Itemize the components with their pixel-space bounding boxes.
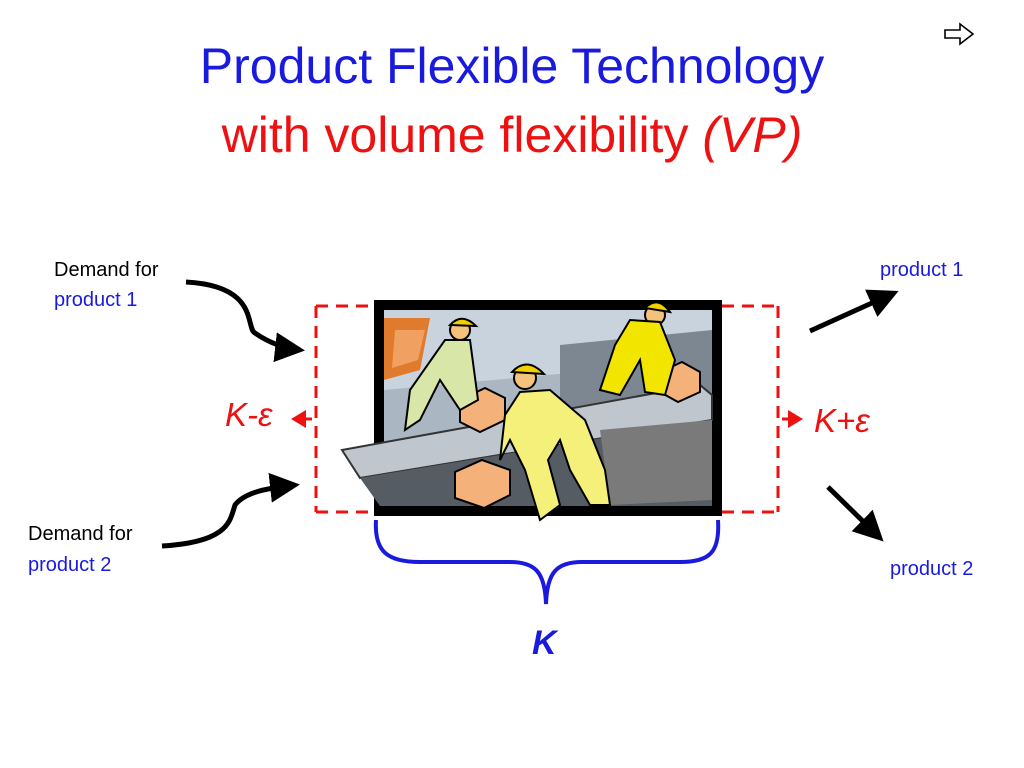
- k-capacity-label: K: [532, 624, 557, 662]
- demand1-arrow: [185, 279, 305, 363]
- k-plus-label: K+ε: [814, 402, 870, 439]
- product1-output-arrow: [808, 289, 899, 334]
- capacity-dashed-box: [314, 304, 780, 514]
- slide-title-line1: Product Flexible Technology: [199, 38, 825, 94]
- right-arrow-outline-icon[interactable]: [942, 20, 976, 48]
- demand2-label-line2: product 2: [28, 554, 112, 576]
- product2-output-arrow: [826, 485, 884, 542]
- product1-output-label: product 1: [880, 259, 964, 281]
- product2-output-label: product 2: [890, 558, 974, 580]
- slide-title-line2: with volume flexibility (VP): [0, 106, 1024, 164]
- title-line2-prefix: with volume flexibility: [221, 107, 689, 163]
- demand2-label-line1: Demand for: [28, 523, 133, 545]
- k-minus-label: K-ε: [225, 396, 273, 433]
- workers-conveyor-clipart: [340, 300, 722, 522]
- capacity-brace: [373, 519, 721, 605]
- demand1-label-line2: product 1: [54, 289, 138, 311]
- title-line2-emphasis: (VP): [702, 107, 803, 163]
- demand1-label-line1: Demand for: [54, 259, 159, 281]
- demand2-arrow: [161, 472, 300, 549]
